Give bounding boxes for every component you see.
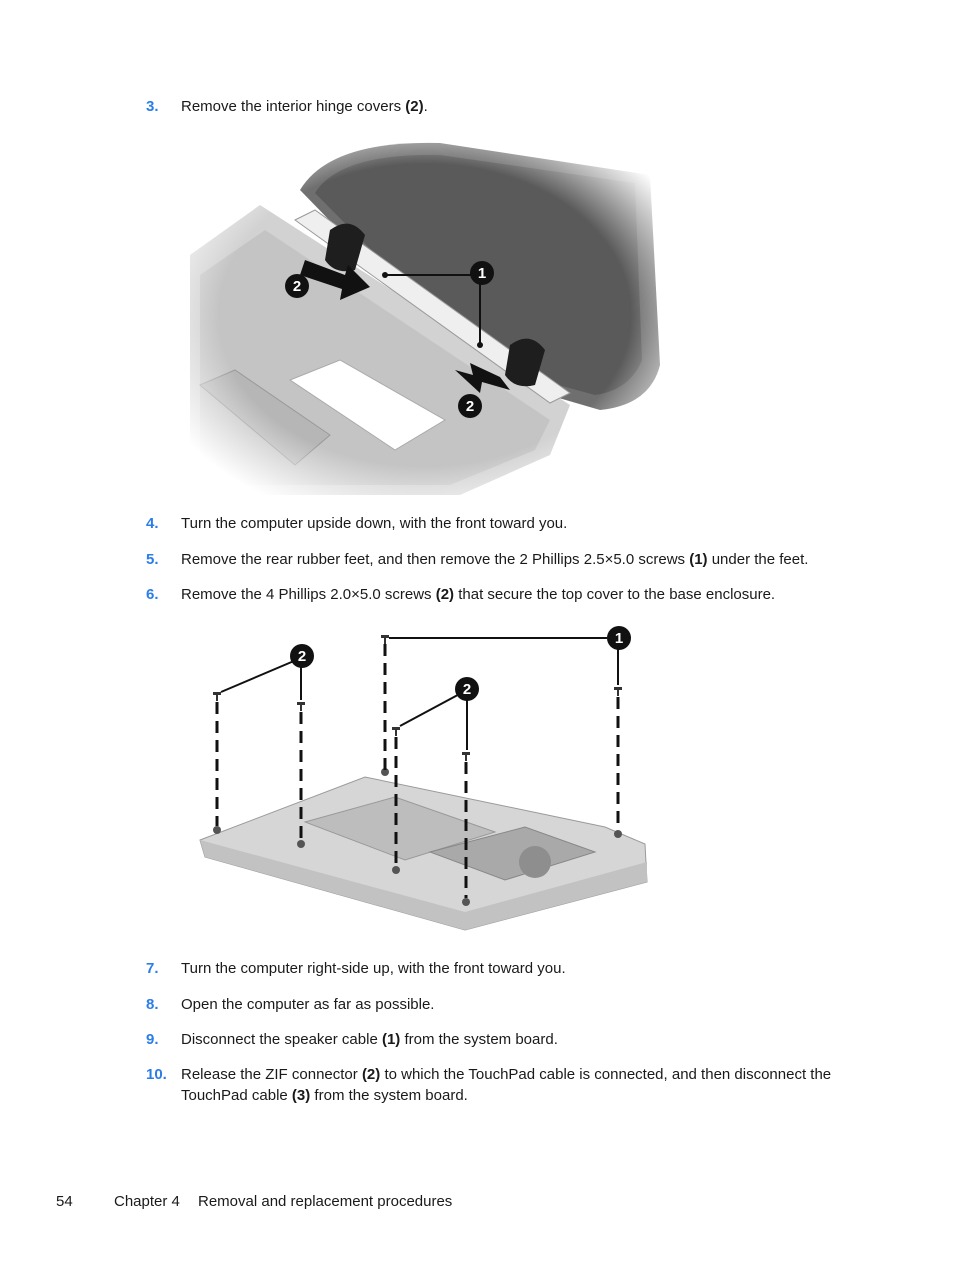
step-text: Remove the 4 Phillips 2.0×5.0 screws (2)… [181,586,776,603]
step-number: 5. [146,551,159,568]
footer-chapter-title: Removal and replacement procedures [198,1193,453,1210]
hinge-cover-removal-figure: 1 2 2 [180,135,670,495]
step-text: Turn the computer right-side up, with th… [181,960,566,977]
svg-text:2: 2 [298,648,306,665]
step-number: 6. [146,586,159,603]
svg-text:2: 2 [466,398,474,415]
callout-2: 2 [455,677,479,701]
svg-text:1: 1 [478,265,486,282]
footer-chapter: Chapter 4 [114,1193,180,1210]
step-text: Remove the rear rubber feet, and then re… [181,551,809,568]
step-number: 9. [146,1031,159,1048]
step-number: 10. [146,1066,167,1083]
base-screw-removal-figure: 1 2 2 [199,626,648,931]
callout-2: 2 [290,644,314,668]
step-text: Open the computer as far as possible. [181,996,435,1013]
svg-text:2: 2 [463,681,471,698]
page-number: 54 [56,1193,73,1210]
svg-text:2: 2 [293,278,301,295]
callout-2: 2 [458,394,482,418]
step-number: 4. [146,515,159,532]
step-number: 3. [146,98,159,115]
step-number: 7. [146,960,159,977]
step-text: Release the ZIF connector (2) to which t… [181,1066,832,1104]
svg-text:1: 1 [615,630,623,647]
step-number: 8. [146,996,159,1013]
callout-1: 1 [607,626,631,650]
step-text: Remove the interior hinge covers (2). [181,98,428,115]
step-text: Disconnect the speaker cable (1) from th… [181,1031,558,1048]
callout-2: 2 [285,274,309,298]
callout-1: 1 [470,261,494,285]
step-text: Turn the computer upside down, with the … [181,515,568,532]
